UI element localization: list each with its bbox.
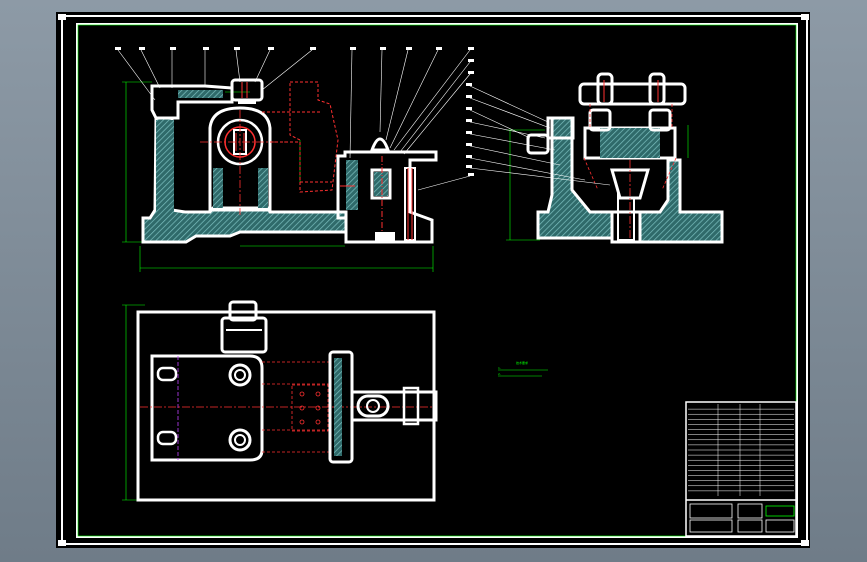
- side-balloons: [466, 83, 472, 168]
- tech-note-1: 1.: [498, 366, 502, 370]
- top-view: [122, 300, 438, 502]
- tech-notes: 技术要求 1. 2.: [498, 360, 548, 377]
- tech-notes-title: 技术要求: [516, 360, 528, 365]
- sheet-border: [58, 14, 809, 546]
- front-balloons: [115, 47, 474, 176]
- front-leaders: [117, 49, 471, 191]
- tech-note-2: 2.: [498, 372, 502, 376]
- front-view: [122, 78, 438, 272]
- side-view: [506, 72, 724, 244]
- title-block: [685, 401, 797, 537]
- side-leaders: [469, 85, 611, 186]
